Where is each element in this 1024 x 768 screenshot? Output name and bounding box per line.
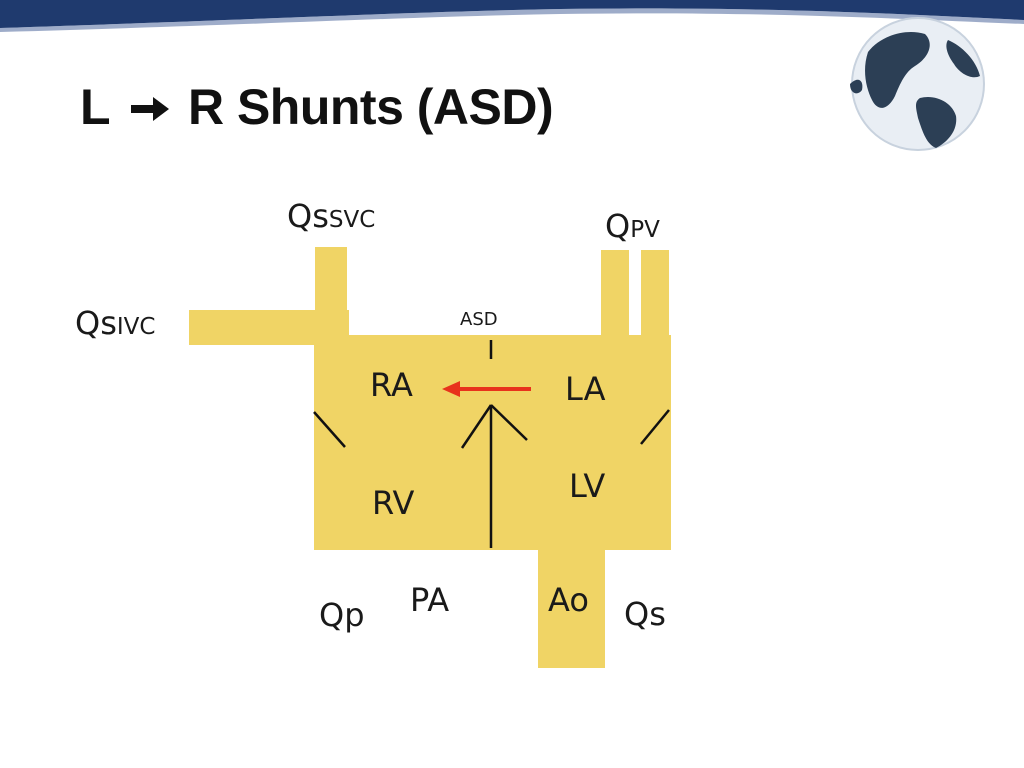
label-pa: PA: [410, 584, 449, 616]
label-qs-svc: QsSVC: [287, 200, 375, 232]
pv-vessel-1: [601, 250, 629, 338]
label-asd: ASD: [460, 311, 498, 329]
pv-vessel-2: [641, 250, 669, 338]
label-ao: Ao: [548, 584, 589, 616]
label-rv: RV: [372, 487, 414, 519]
label-qp: Qp: [319, 599, 365, 631]
label-qs: Qs: [624, 598, 666, 630]
label-qs-ivc: QsIVC: [75, 307, 156, 339]
label-la: LA: [565, 373, 605, 405]
label-q-pv: QPV: [605, 210, 660, 242]
label-ra: RA: [370, 369, 413, 401]
heart-chambers: [314, 335, 671, 550]
label-lv: LV: [569, 470, 605, 502]
